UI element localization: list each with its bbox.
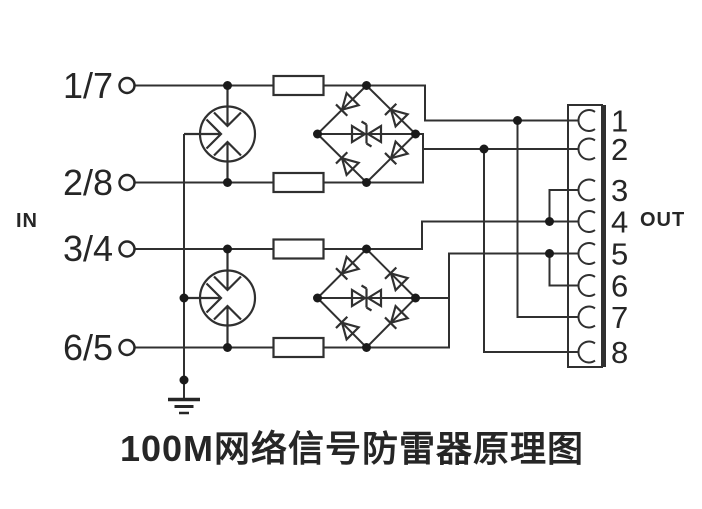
wire-pin8 [483,149,579,353]
terminal-6-5 [118,338,136,357]
terminal-1-7 [118,76,136,95]
input-label-1-7: 1/7 [63,65,113,106]
pin-label-4: 4 [611,205,628,240]
wire-line-3-4 [134,189,579,250]
wiring [134,84,579,399]
pin-arc-1 [577,109,596,132]
pin-arc-8 [577,340,596,364]
diode-bridge-upper [316,84,417,184]
diode-bridge-lower [316,247,417,349]
input-label-6-5: 6/5 [63,327,113,368]
resistor-3 [272,238,325,260]
pin-arc-4 [577,210,596,233]
pin-arc-7 [577,305,596,329]
page-title: 100M网络信号防雷器原理图 [120,428,584,469]
output-connector [567,104,606,368]
pin-arc-5 [577,242,596,265]
pin-arc-3 [577,178,596,202]
resistor-1 [272,74,325,97]
resistors [272,74,325,359]
pin-label-1: 1 [611,104,628,139]
pin-label-2: 2 [611,132,628,167]
pin-label-7: 7 [611,300,628,335]
pin-label-3: 3 [611,173,628,208]
input-label-2-8: 2/8 [63,162,113,203]
resistor-4 [272,336,325,359]
wire-pin7 [516,120,579,318]
pin-arc-2 [577,137,596,161]
wire-line-1-7 [134,84,579,122]
in-label: IN [16,210,38,232]
terminal-3-4 [118,240,136,258]
pin-label-6: 6 [611,269,628,304]
ground-symbol [168,397,200,415]
pin-label-5: 5 [611,237,628,272]
resistor-2 [272,171,325,194]
gdt-upper [184,85,257,183]
pin-label-8: 8 [611,335,628,370]
wire-line-6-5 [134,252,579,349]
terminal-2-8 [118,173,136,192]
pin-arc-6 [577,274,596,297]
input-terminals [118,76,136,357]
junction-dots [179,81,554,385]
input-label-3-4: 3/4 [63,228,113,269]
gdt-lower [184,249,257,348]
out-label: OUT [640,209,685,231]
